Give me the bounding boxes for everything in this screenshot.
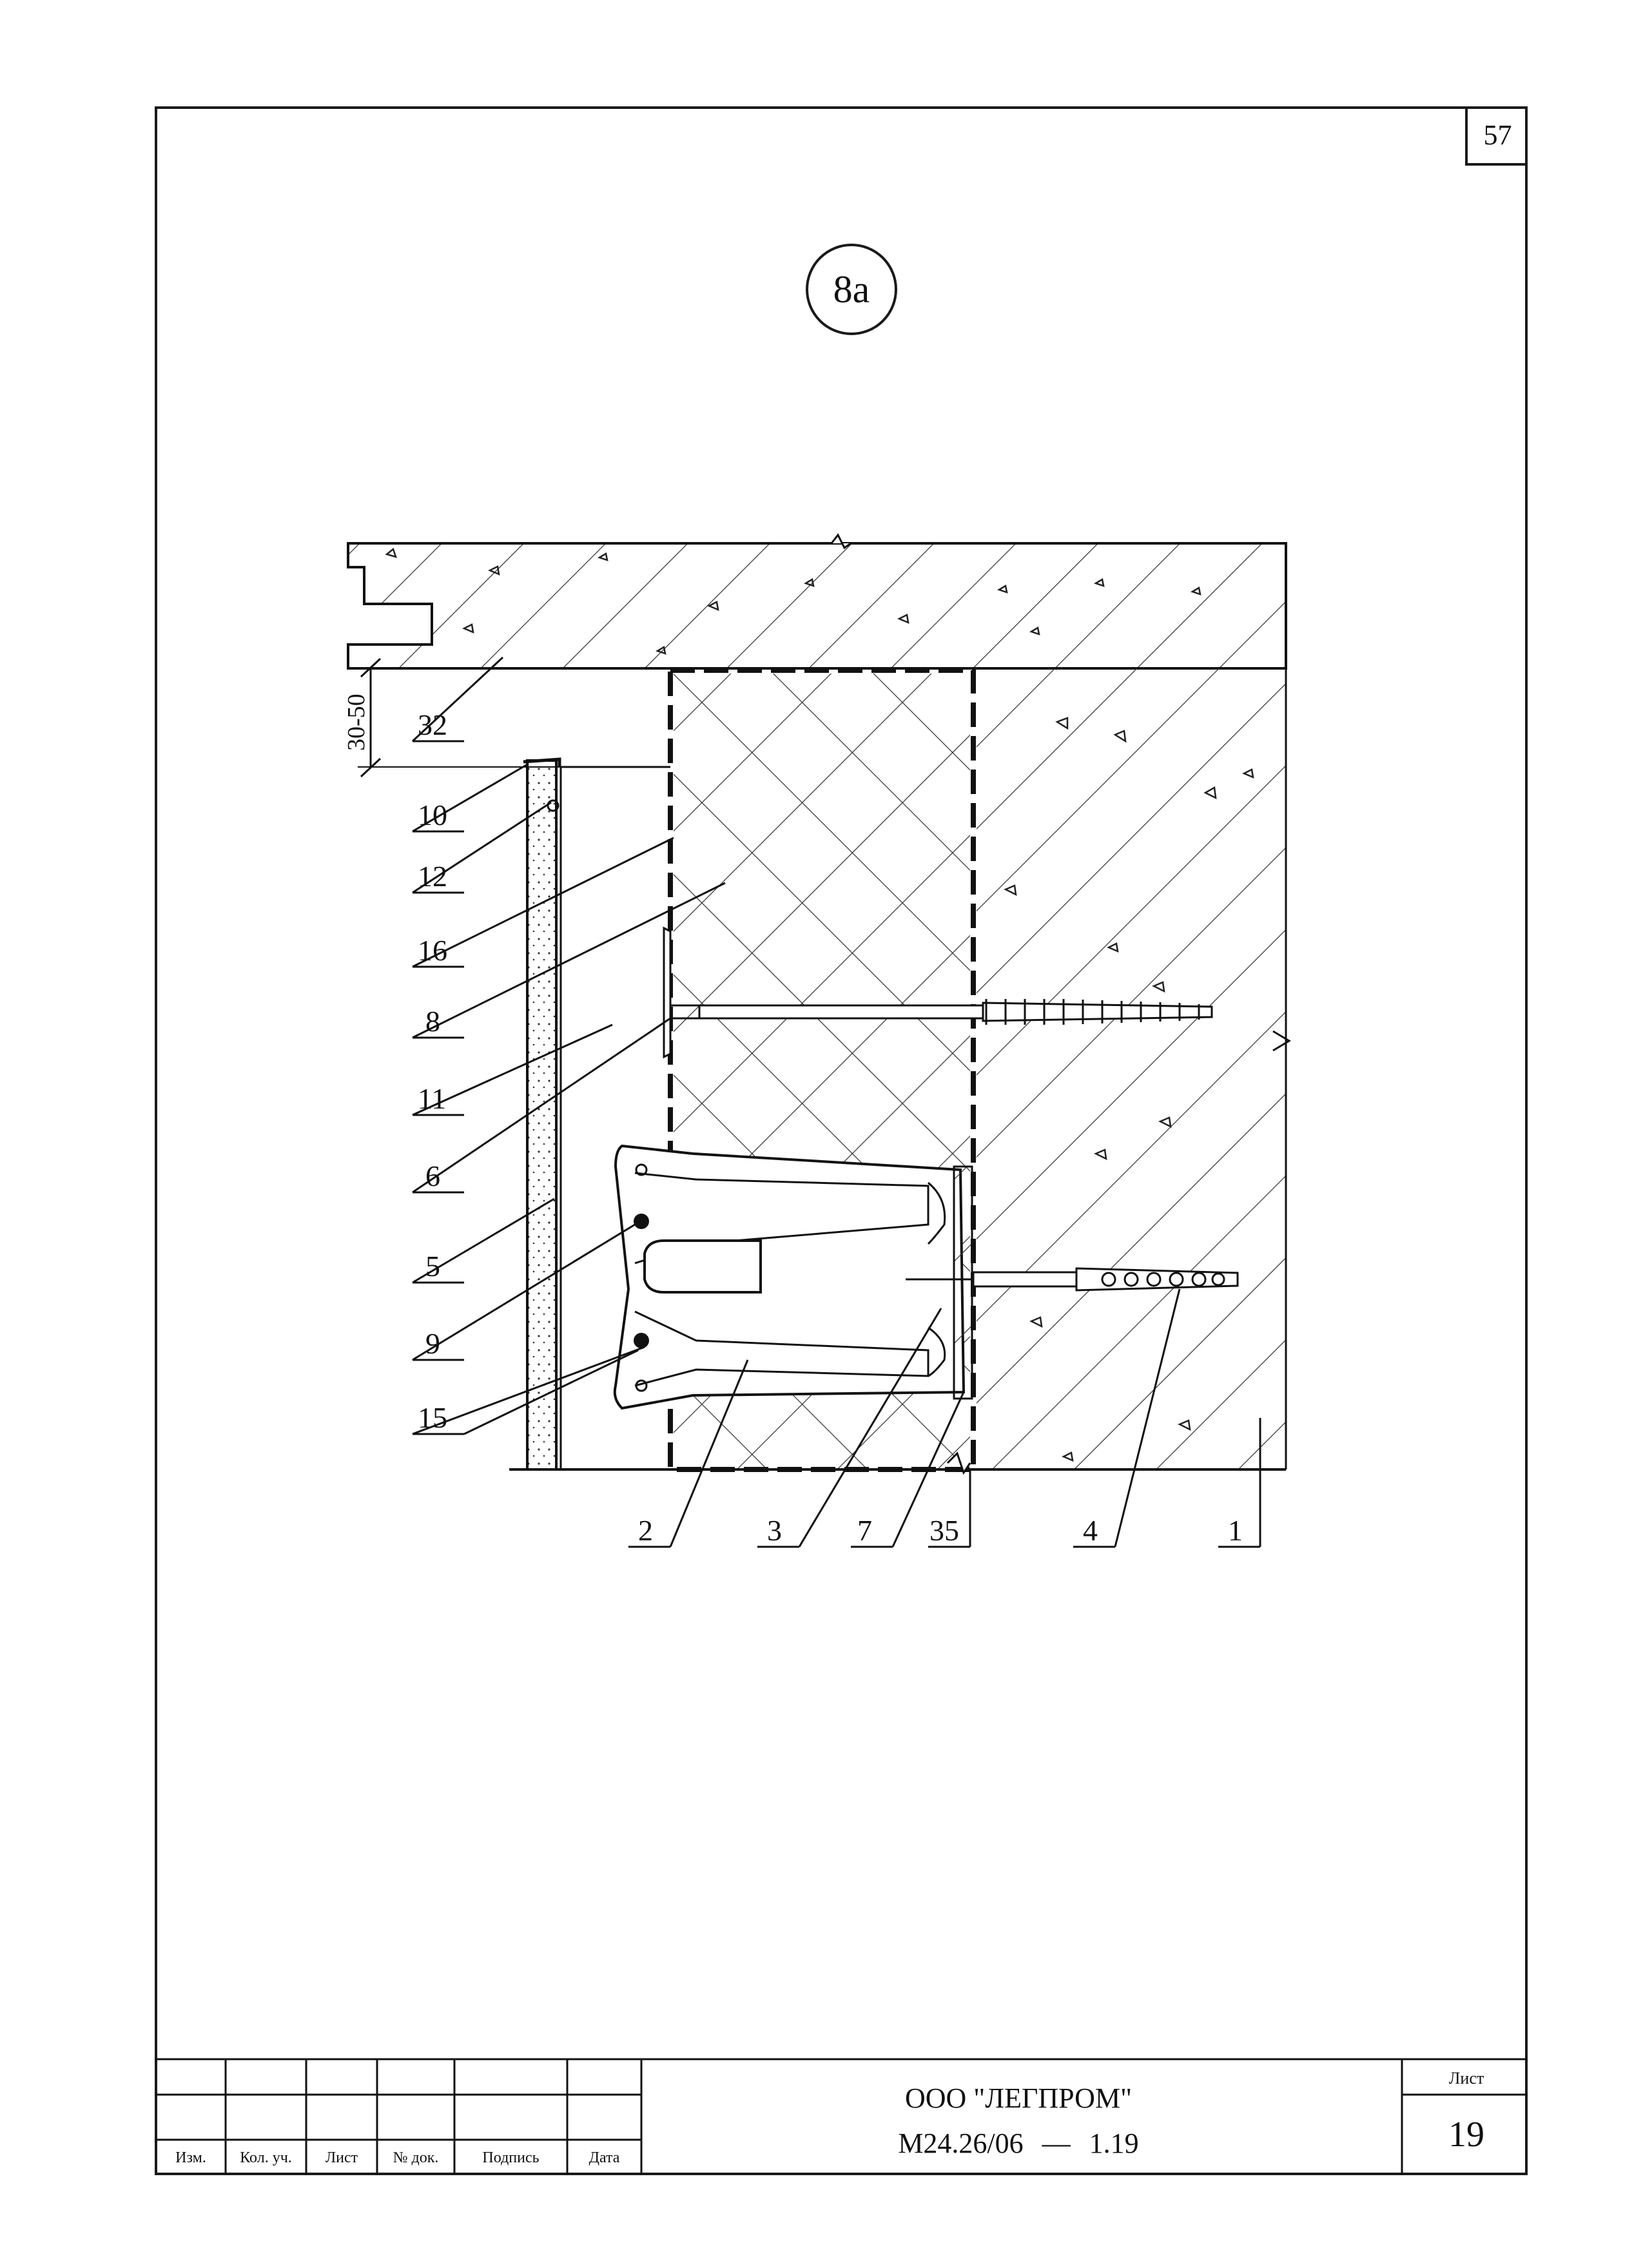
left-callouts: [411, 656, 726, 1435]
callout-5: 5: [425, 1250, 440, 1283]
dimension-label: 30-50: [343, 693, 370, 751]
callout-4: 4: [1083, 1514, 1098, 1547]
callout-16: 16: [418, 934, 447, 967]
callout-7: 7: [857, 1514, 872, 1547]
rivet-icon: [634, 1333, 649, 1348]
col-signature: Подпись: [482, 2149, 540, 2166]
rivet-icon: [634, 1214, 649, 1229]
callout-1: 1: [1228, 1514, 1243, 1547]
insulation-dowel: [663, 926, 1213, 1059]
callout-3: 3: [767, 1514, 782, 1547]
col-kol-uch: Кол. уч.: [240, 2149, 292, 2166]
callout-9: 9: [425, 1327, 440, 1360]
bracket-anchor: [906, 1267, 1239, 1292]
document-number: 1.19: [1089, 2127, 1139, 2159]
document-designation: М24.26/06 — 1.19: [728, 2127, 1308, 2160]
corner-sheet-number: 57: [1465, 106, 1528, 166]
col-izm: Изм.: [175, 2149, 206, 2166]
callout-35: 35: [929, 1514, 959, 1547]
document-dash: —: [1042, 2127, 1071, 2159]
wall-bracket: [613, 1144, 973, 1410]
bottom-callouts: [628, 1288, 1261, 1548]
callout-10: 10: [418, 799, 447, 831]
sheet-label: Лист: [1448, 2069, 1484, 2088]
detail-mark: 8а: [806, 244, 897, 335]
col-doc-no: № док.: [393, 2149, 439, 2166]
callout-11: 11: [418, 1082, 446, 1115]
sheet-number: 19: [1448, 2115, 1484, 2155]
callout-32: 32: [418, 708, 447, 741]
callout-6: 6: [425, 1159, 440, 1192]
organization-name: ООО "ЛЕГПРОМ": [904, 2082, 1133, 2114]
callout-2: 2: [638, 1514, 653, 1547]
callout-12: 12: [418, 860, 447, 893]
dimension-30-50: 30-50: [343, 657, 670, 778]
concrete-wall: [977, 668, 1291, 1469]
title-block-grid: [155, 2058, 1528, 2175]
callout-15: 15: [418, 1401, 447, 1434]
top-concrete-slab: [347, 533, 1287, 670]
drawing-frame: [155, 106, 1528, 2175]
col-list: Лист: [325, 2149, 358, 2166]
col-date: Дата: [588, 2149, 620, 2166]
callout-8: 8: [425, 1005, 440, 1038]
document-code: М24.26/06: [898, 2127, 1024, 2159]
